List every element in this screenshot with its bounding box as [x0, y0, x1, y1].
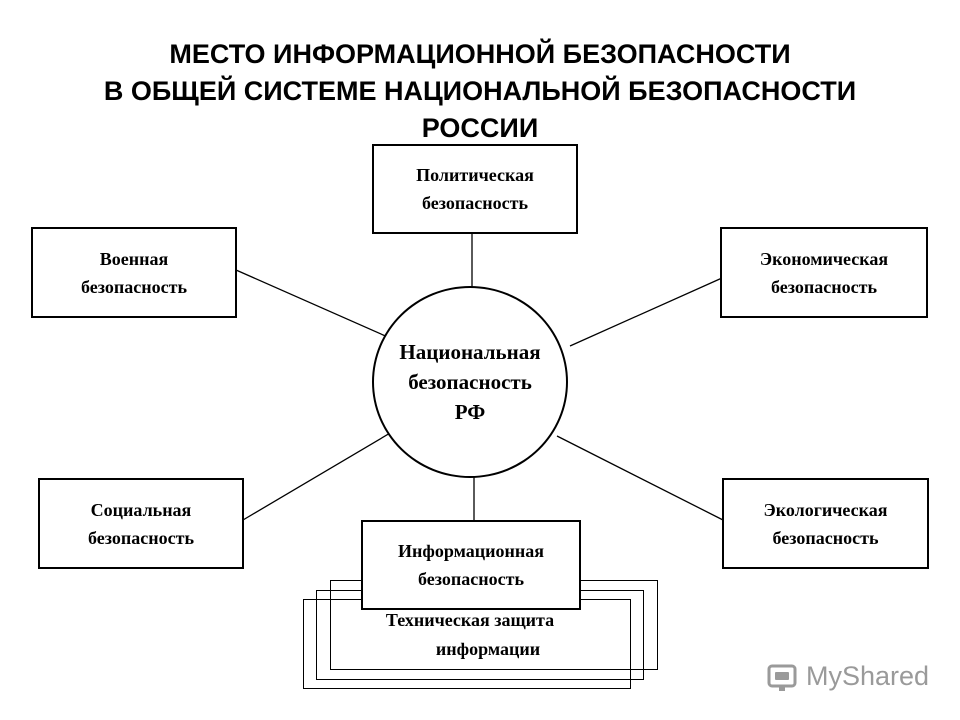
node-economic-line-2: безопасность: [771, 276, 877, 297]
node-informational-security: Информационная безопасность: [361, 520, 581, 610]
node-informational-line-2: безопасность: [418, 569, 524, 589]
node-political-security: Политическая безопасность: [372, 144, 578, 234]
watermark-text: MyShared: [806, 660, 930, 691]
diagram-title: МЕСТО ИНФОРМАЦИОННОЙ БЕЗОПАСНОСТИ В ОБЩЕ…: [0, 36, 960, 147]
technical-line-2: информации: [435, 639, 541, 659]
node-social-security: Социальная безопасность: [38, 478, 244, 569]
node-social-line-1: Социальная: [90, 499, 192, 520]
node-military-line-2: безопасность: [81, 276, 187, 297]
connector-economic: [569, 277, 723, 347]
node-military-security: Военная безопасность: [31, 227, 237, 318]
node-political-line-2: безопасность: [422, 193, 528, 213]
myshared-logo-icon: [767, 664, 797, 691]
myshared-watermark: MyShared: [766, 656, 929, 696]
connector-ecological: [556, 435, 724, 521]
node-political-line-1: Политическая: [416, 165, 534, 185]
title-line-3: РОССИИ: [421, 113, 539, 143]
connector-social: [242, 425, 403, 521]
title-line-2: В ОБЩЕЙ СИСТЕМЕ НАЦИОНАЛЬНОЙ БЕЗОПАСНОСТ…: [103, 76, 857, 106]
node-economic-line-1: Экономическая: [759, 248, 889, 269]
center-line-1: Национальная: [399, 340, 541, 364]
center-line-3: РФ: [454, 400, 486, 424]
node-economic-security: Экономическая безопасность: [720, 227, 928, 318]
node-ecological-line-2: безопасность: [772, 527, 879, 548]
connector-military: [235, 269, 391, 339]
node-military-line-1: Военная: [99, 248, 169, 269]
node-ecological-line-1: Экологическая: [763, 499, 888, 520]
node-informational-line-1: Информационная: [398, 541, 544, 561]
center-national-security: Национальная безопасность РФ: [372, 286, 568, 478]
node-social-line-2: безопасность: [88, 527, 194, 548]
node-ecological-security: Экологическая безопасность: [722, 478, 929, 569]
technical-protection-label: Техническая защита информации: [335, 606, 605, 664]
technical-line-1: Техническая защита: [385, 610, 555, 630]
center-line-2: безопасность: [408, 370, 532, 394]
title-line-1: МЕСТО ИНФОРМАЦИОННОЙ БЕЗОПАСНОСТИ: [169, 39, 791, 69]
